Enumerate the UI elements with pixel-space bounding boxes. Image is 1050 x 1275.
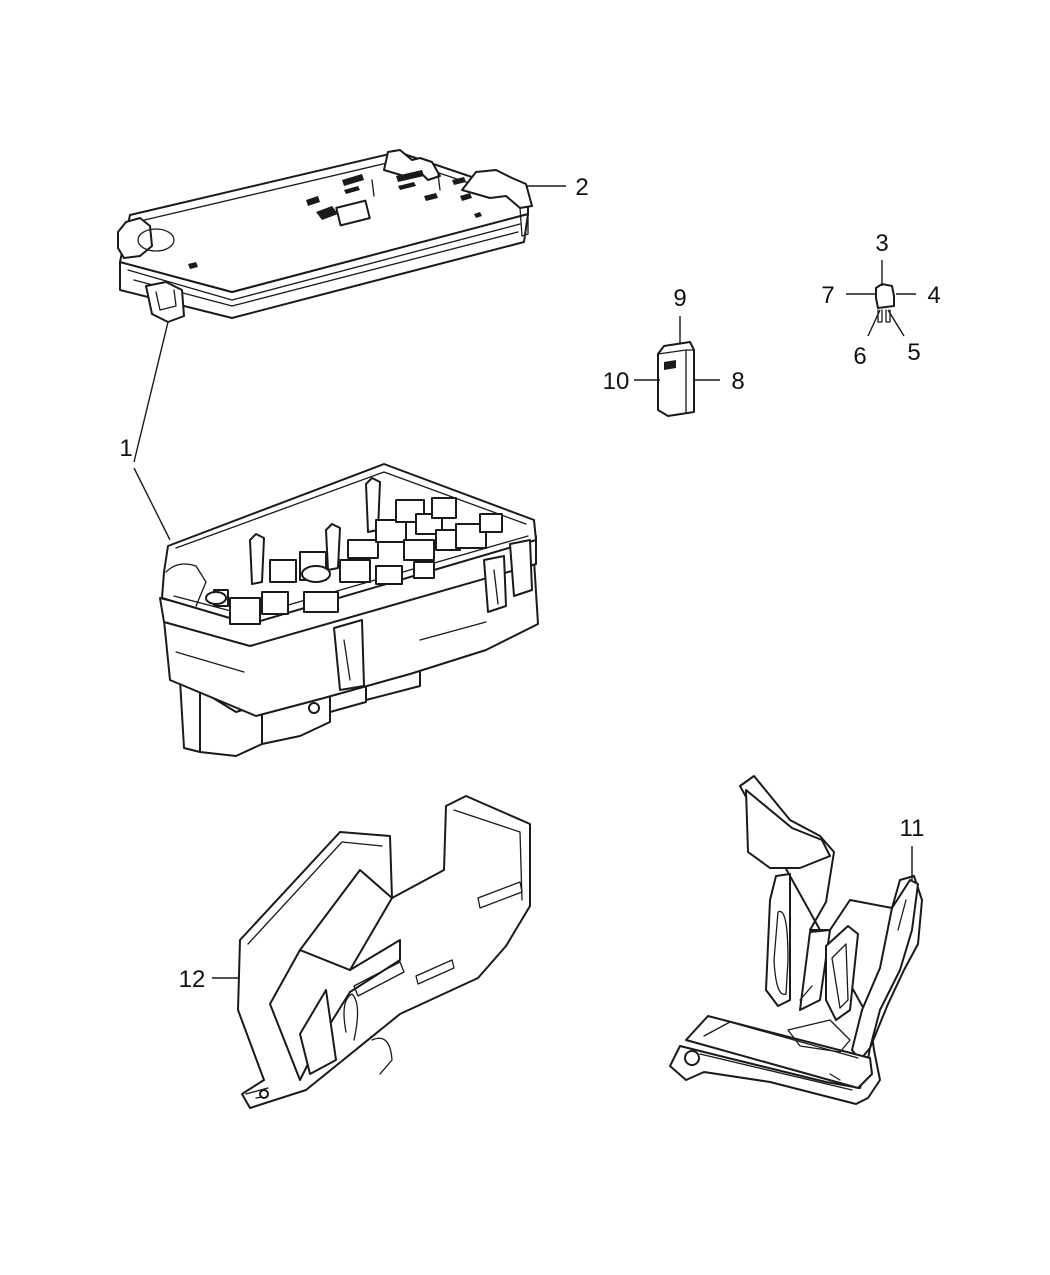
mounting-bracket: [669, 775, 923, 1105]
callout-2: 2: [575, 174, 588, 201]
callout-6: 6: [853, 343, 866, 370]
callout-3: 3: [875, 230, 888, 257]
callout-labels: 1 2 3 4 5 6 7 8 9 10 11 12: [119, 174, 940, 993]
fuse-box-shield: [237, 795, 531, 1109]
fuse-box-cover: [117, 149, 533, 323]
callout-12: 12: [179, 966, 206, 993]
mini-fuse: [875, 283, 895, 323]
callout-10: 10: [603, 368, 630, 395]
callout-1: 1: [119, 435, 132, 462]
callout-7: 7: [821, 282, 834, 309]
callout-4: 4: [927, 282, 940, 309]
callout-5: 5: [907, 339, 920, 366]
cartridge-fuse: [657, 341, 695, 417]
callout-11: 11: [900, 815, 925, 842]
leader-lines: [133, 185, 916, 979]
callout-9: 9: [673, 285, 686, 312]
fuse-box-body: [159, 463, 539, 757]
callout-8: 8: [731, 368, 744, 395]
